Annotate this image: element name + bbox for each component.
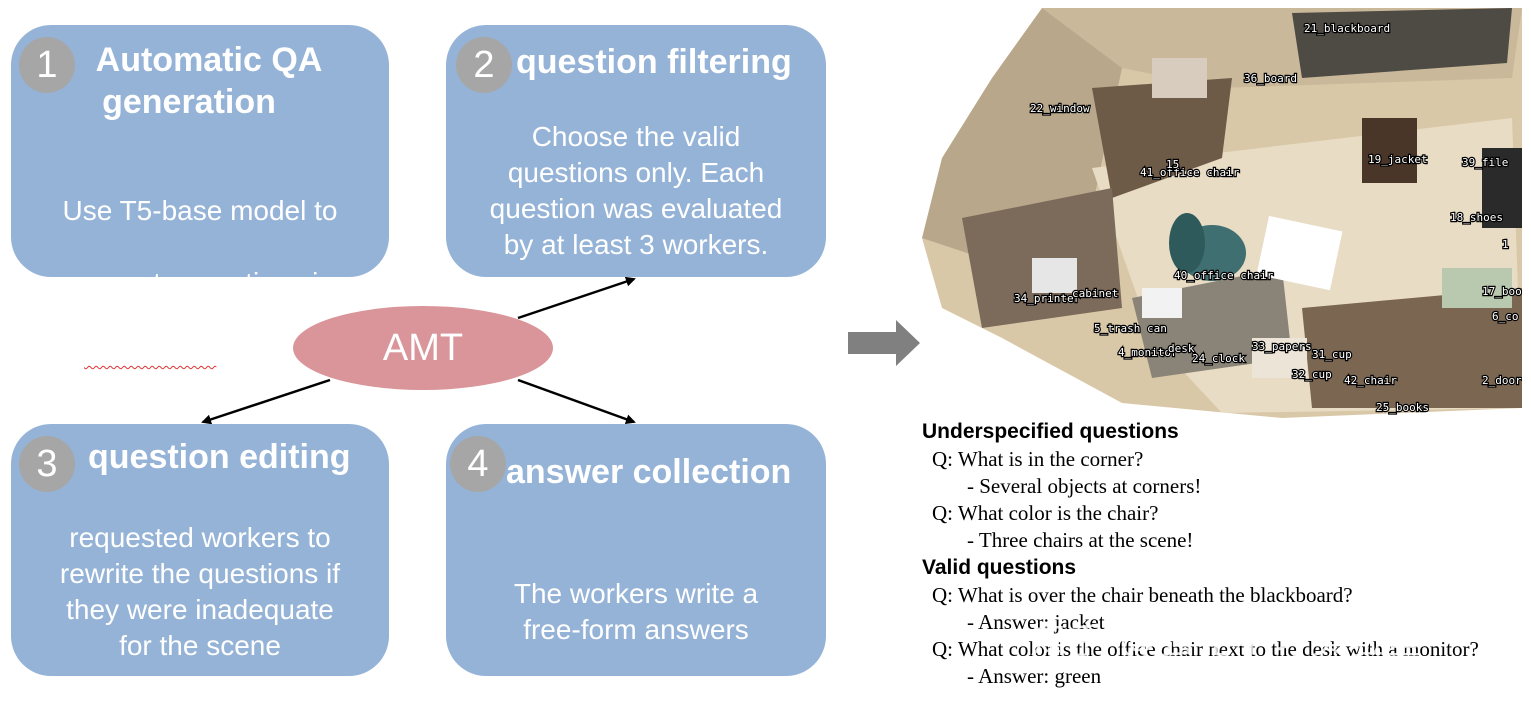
step-2-description: Choose the valid questions only. Each qu… bbox=[489, 121, 783, 260]
scene-label-1: 36_board bbox=[1244, 72, 1297, 85]
scene-label-3: 41_office chair bbox=[1140, 166, 1240, 179]
scene-label-20: 17_boo bbox=[1482, 285, 1522, 298]
scene-label-9: 34_printer bbox=[1014, 292, 1081, 305]
scene-label-7: 18_shoes bbox=[1450, 211, 1503, 224]
step-3-title: question editing bbox=[88, 438, 351, 476]
step-1-description: Use T5-base model to generate questions … bbox=[11, 157, 389, 409]
arrow-to-step-4 bbox=[517, 378, 636, 424]
scanrefer-word: ScanRefer bbox=[84, 339, 217, 370]
underspecified-a-1: - Several objects at corners! bbox=[967, 474, 1202, 498]
step-3-badge: 3 bbox=[19, 436, 75, 492]
amt-ellipse: AMT bbox=[293, 306, 553, 390]
valid-heading: Valid questions bbox=[922, 556, 1077, 579]
step-2-title: question filtering bbox=[516, 43, 792, 81]
step-4-badge: 4 bbox=[450, 436, 506, 492]
arrow-to-step-2 bbox=[517, 276, 636, 320]
step-1-badge: 1 bbox=[19, 37, 75, 93]
step-1-desc-line-2: generate questions in bbox=[66, 267, 334, 298]
step-1-desc-line-1: Use T5-base model to bbox=[62, 195, 338, 226]
scene-label-4: 15 bbox=[1166, 158, 1179, 171]
scene-label-11: 5_trash can bbox=[1094, 322, 1167, 335]
underspecified-q-1: Q: What is in the corner? bbox=[932, 447, 1144, 471]
step-4-description: The workers write a free-form answers bbox=[513, 578, 759, 645]
scene-label-14: 24_clock bbox=[1192, 352, 1245, 365]
watermark: 知乎 @强化学习实验室 bbox=[1030, 621, 1424, 662]
scene-label-23: 1 bbox=[1502, 238, 1509, 251]
step-3-card: 3 question editing requested workers to … bbox=[11, 424, 389, 676]
step-1-title: Automatic QA generation bbox=[69, 39, 389, 123]
scene-label-5: 19_jacket bbox=[1368, 153, 1428, 166]
right-arrow-icon bbox=[848, 320, 920, 366]
scene-label-2: 22_window bbox=[1030, 102, 1090, 115]
scene-image: 21_blackboard 36_board 22_window 41_offi… bbox=[922, 8, 1522, 418]
underspecified-q-2: Q: What color is the chair? bbox=[932, 501, 1159, 525]
scene-label-17: 32_cup bbox=[1292, 368, 1332, 381]
step-4-title: answer collection bbox=[506, 453, 792, 491]
step-1-title-line-1: Automatic QA bbox=[95, 41, 323, 79]
scene-label-8: 40_office chair bbox=[1174, 269, 1274, 282]
step-2-badge: 2 bbox=[456, 37, 512, 93]
step-1-title-line-2: generation bbox=[102, 83, 276, 121]
scene-label-15: 33_papers bbox=[1252, 340, 1312, 353]
scene-label-21: 6_co bbox=[1492, 310, 1519, 323]
valid-a-1: - Answer: jacket bbox=[967, 610, 1105, 634]
underspecified-a-2: - Three chairs at the scene! bbox=[967, 528, 1194, 552]
scene-label-16: 31_cup bbox=[1312, 348, 1352, 361]
valid-q-2: Q: What color is the office chair next t… bbox=[932, 637, 1479, 661]
question-examples: Underspecified questions Q: What is in t… bbox=[922, 418, 1527, 690]
step-1-card: 1 Automatic QA generation Use T5-base mo… bbox=[11, 25, 389, 370]
step-4-card: 4 answer collection The workers write a … bbox=[446, 424, 826, 676]
scene-label-0: 21_blackboard bbox=[1304, 22, 1390, 35]
valid-q-1: Q: What is over the chair beneath the bl… bbox=[932, 583, 1353, 607]
step-2-card: 2 question filtering Choose the valid qu… bbox=[446, 25, 826, 277]
scene-label-18: 42_chair bbox=[1344, 374, 1397, 387]
underspecified-heading: Underspecified questions bbox=[922, 420, 1179, 443]
step-3-description: requested workers to rewrite the questio… bbox=[59, 522, 341, 661]
scene-label-10: cabinet bbox=[1072, 287, 1118, 300]
arrow-to-step-3 bbox=[201, 378, 331, 425]
scene-label-22: 2_door bbox=[1482, 374, 1522, 387]
scene-label-12: 4_monitor bbox=[1118, 346, 1178, 359]
scene-label-13: desk bbox=[1168, 342, 1195, 355]
scene-label-6: 39_file bbox=[1462, 156, 1508, 169]
scene-label-19: 25_books bbox=[1376, 401, 1429, 414]
step-1-desc-line-3: ScanRefer dataset bbox=[11, 337, 389, 373]
valid-a-2: - Answer: green bbox=[967, 664, 1102, 688]
